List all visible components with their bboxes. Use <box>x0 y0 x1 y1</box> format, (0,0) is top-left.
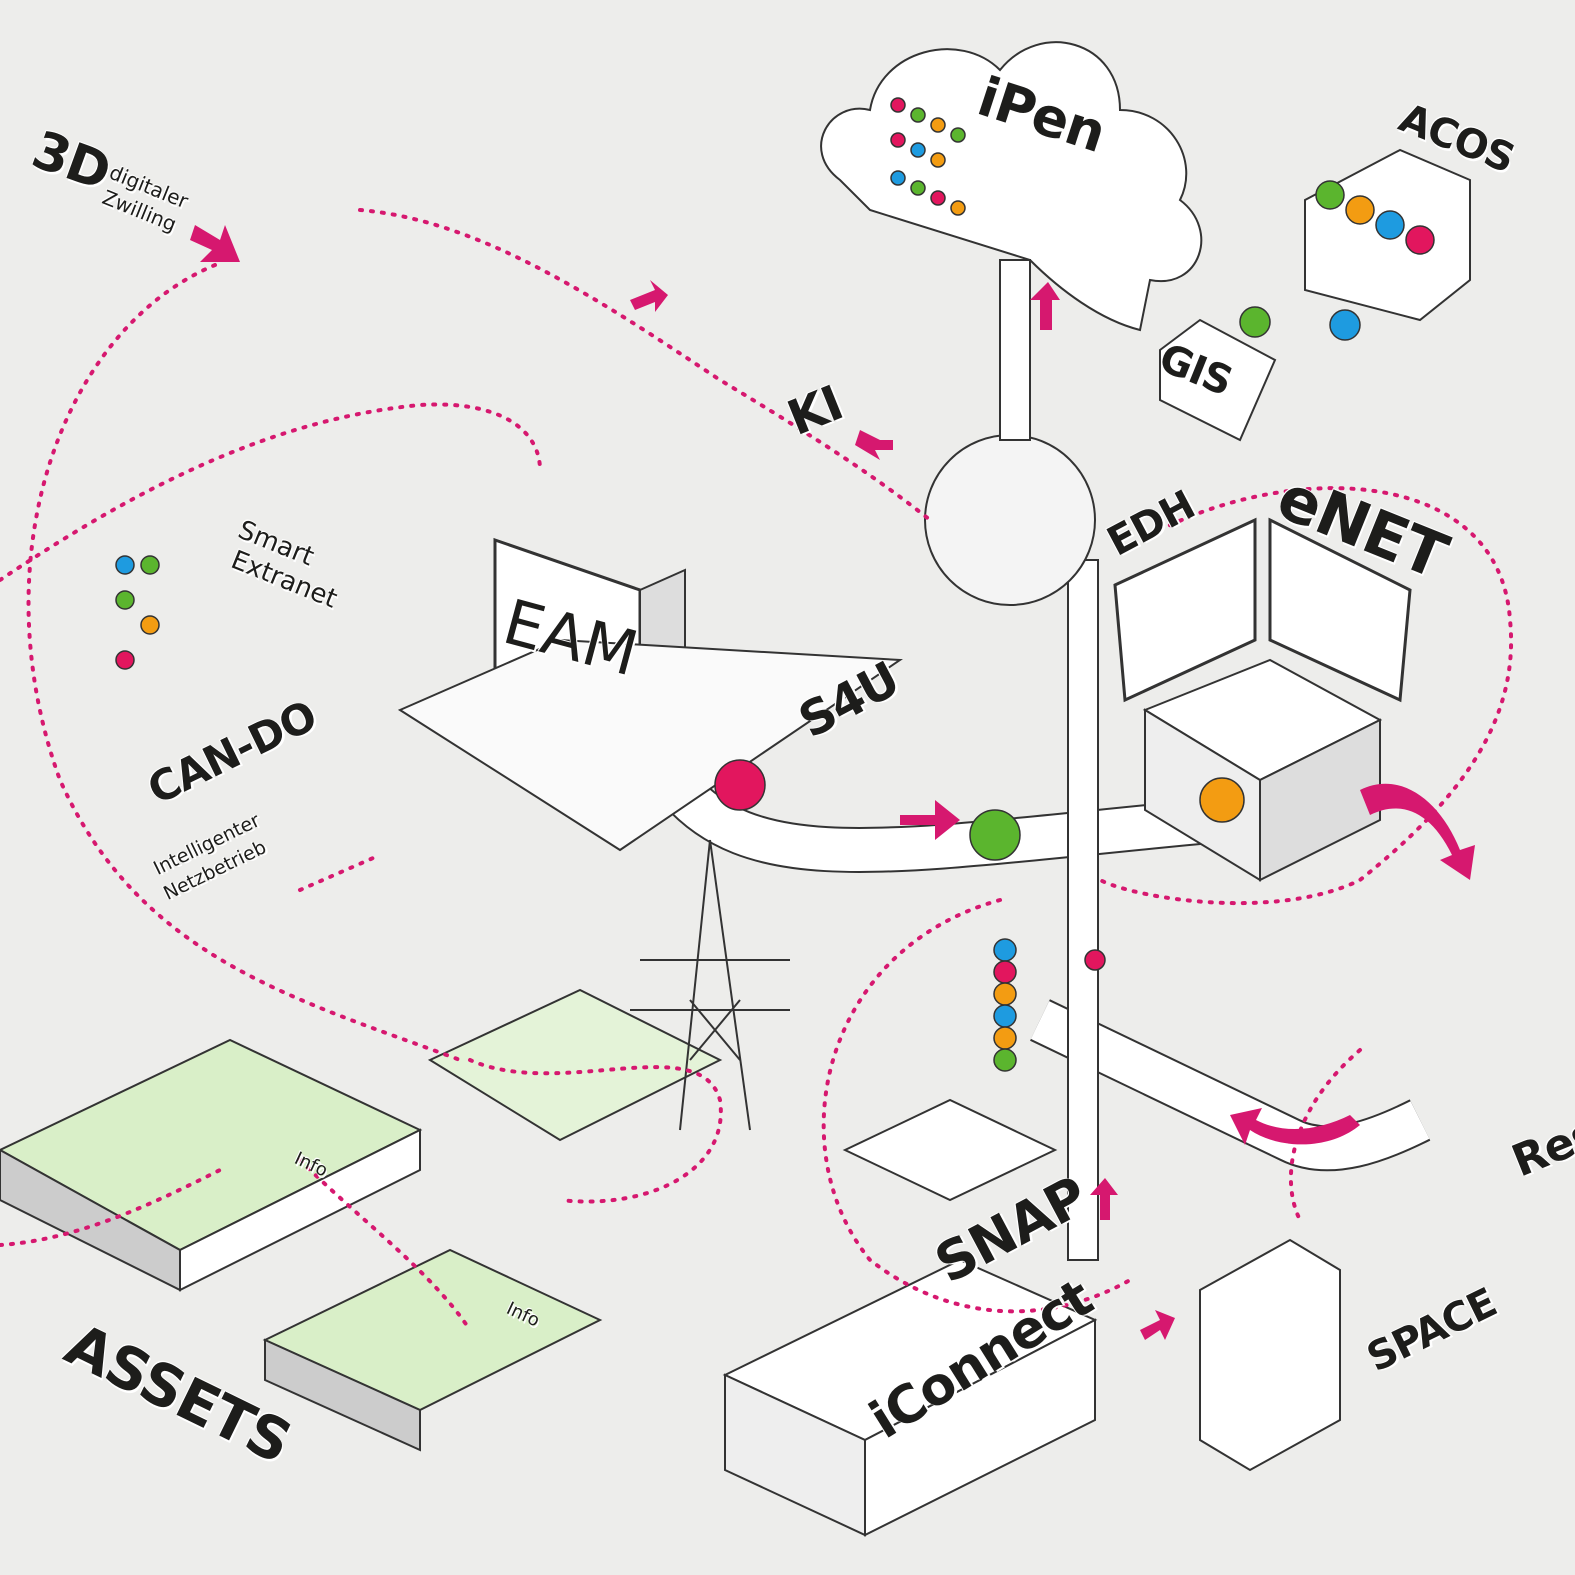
space-machine <box>1199 1238 1341 1472</box>
iconnect-building <box>722 1098 1098 1537</box>
vertical-pipe <box>1067 559 1099 1261</box>
data-balls <box>115 97 1435 1072</box>
gis-box <box>1159 318 1277 442</box>
power-pylon <box>630 839 790 1131</box>
flow-arrows <box>190 225 1475 1340</box>
data-flow-paths <box>0 208 1514 1332</box>
assets-platform <box>0 988 723 1452</box>
eam-computer <box>397 537 903 852</box>
edh-sphere <box>924 434 1096 606</box>
